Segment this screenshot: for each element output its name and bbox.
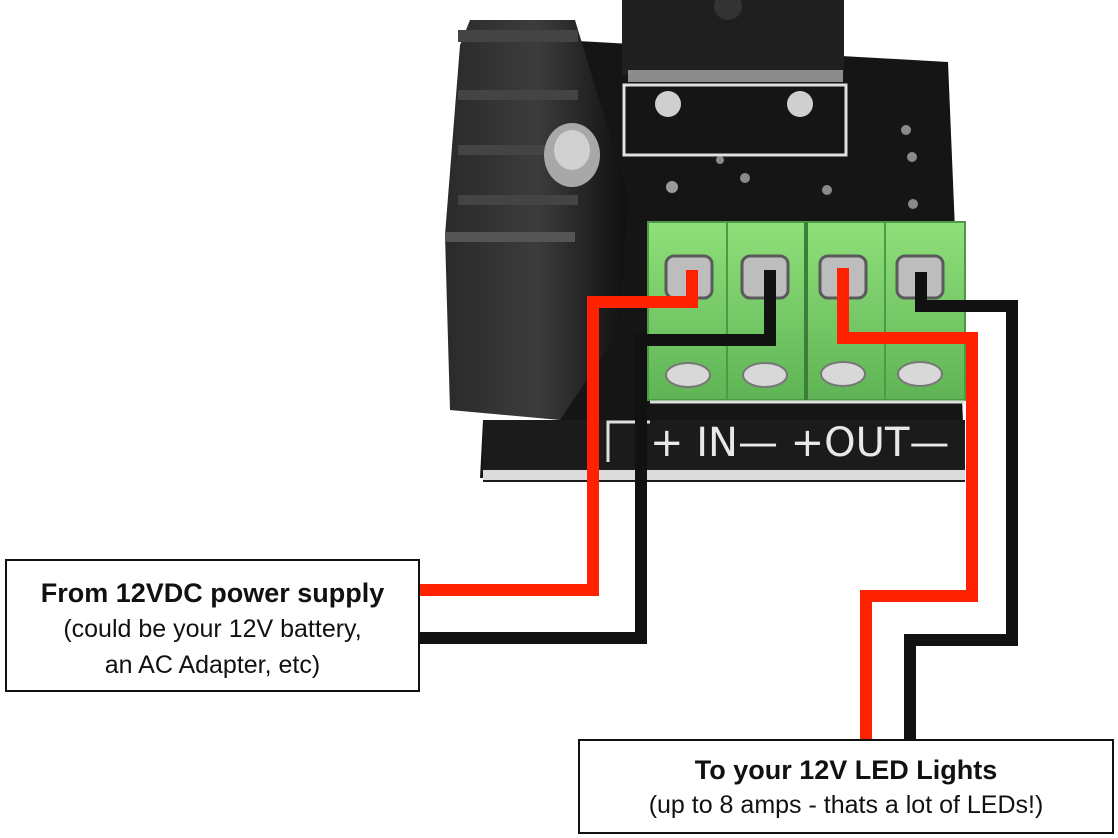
led-lights-title: To your 12V LED Lights xyxy=(694,755,998,785)
wires xyxy=(420,268,1018,739)
led-lights-label-box: To your 12V LED Lights (up to 8 amps - t… xyxy=(578,739,1114,834)
power-supply-note-line2: an AC Adapter, etc) xyxy=(104,651,321,679)
power-supply-title: From 12VDC power supply xyxy=(40,578,385,608)
wire-out-negative xyxy=(904,272,1018,739)
silkscreen-label: + IN— +OUT— xyxy=(650,420,949,466)
led-lights-note: (up to 8 amps - thats a lot of LEDs!) xyxy=(648,791,1044,819)
power-supply-note-line1: (could be your 12V battery, xyxy=(63,615,362,643)
power-supply-label-box: From 12VDC power supply (could be your 1… xyxy=(5,559,420,692)
wire-in-positive xyxy=(420,270,698,596)
heatsink xyxy=(445,20,628,420)
transistor xyxy=(622,0,848,157)
silkscreen: + IN— +OUT— xyxy=(606,400,965,466)
wire-in-negative xyxy=(420,270,776,644)
wire-out-positive xyxy=(837,268,978,739)
